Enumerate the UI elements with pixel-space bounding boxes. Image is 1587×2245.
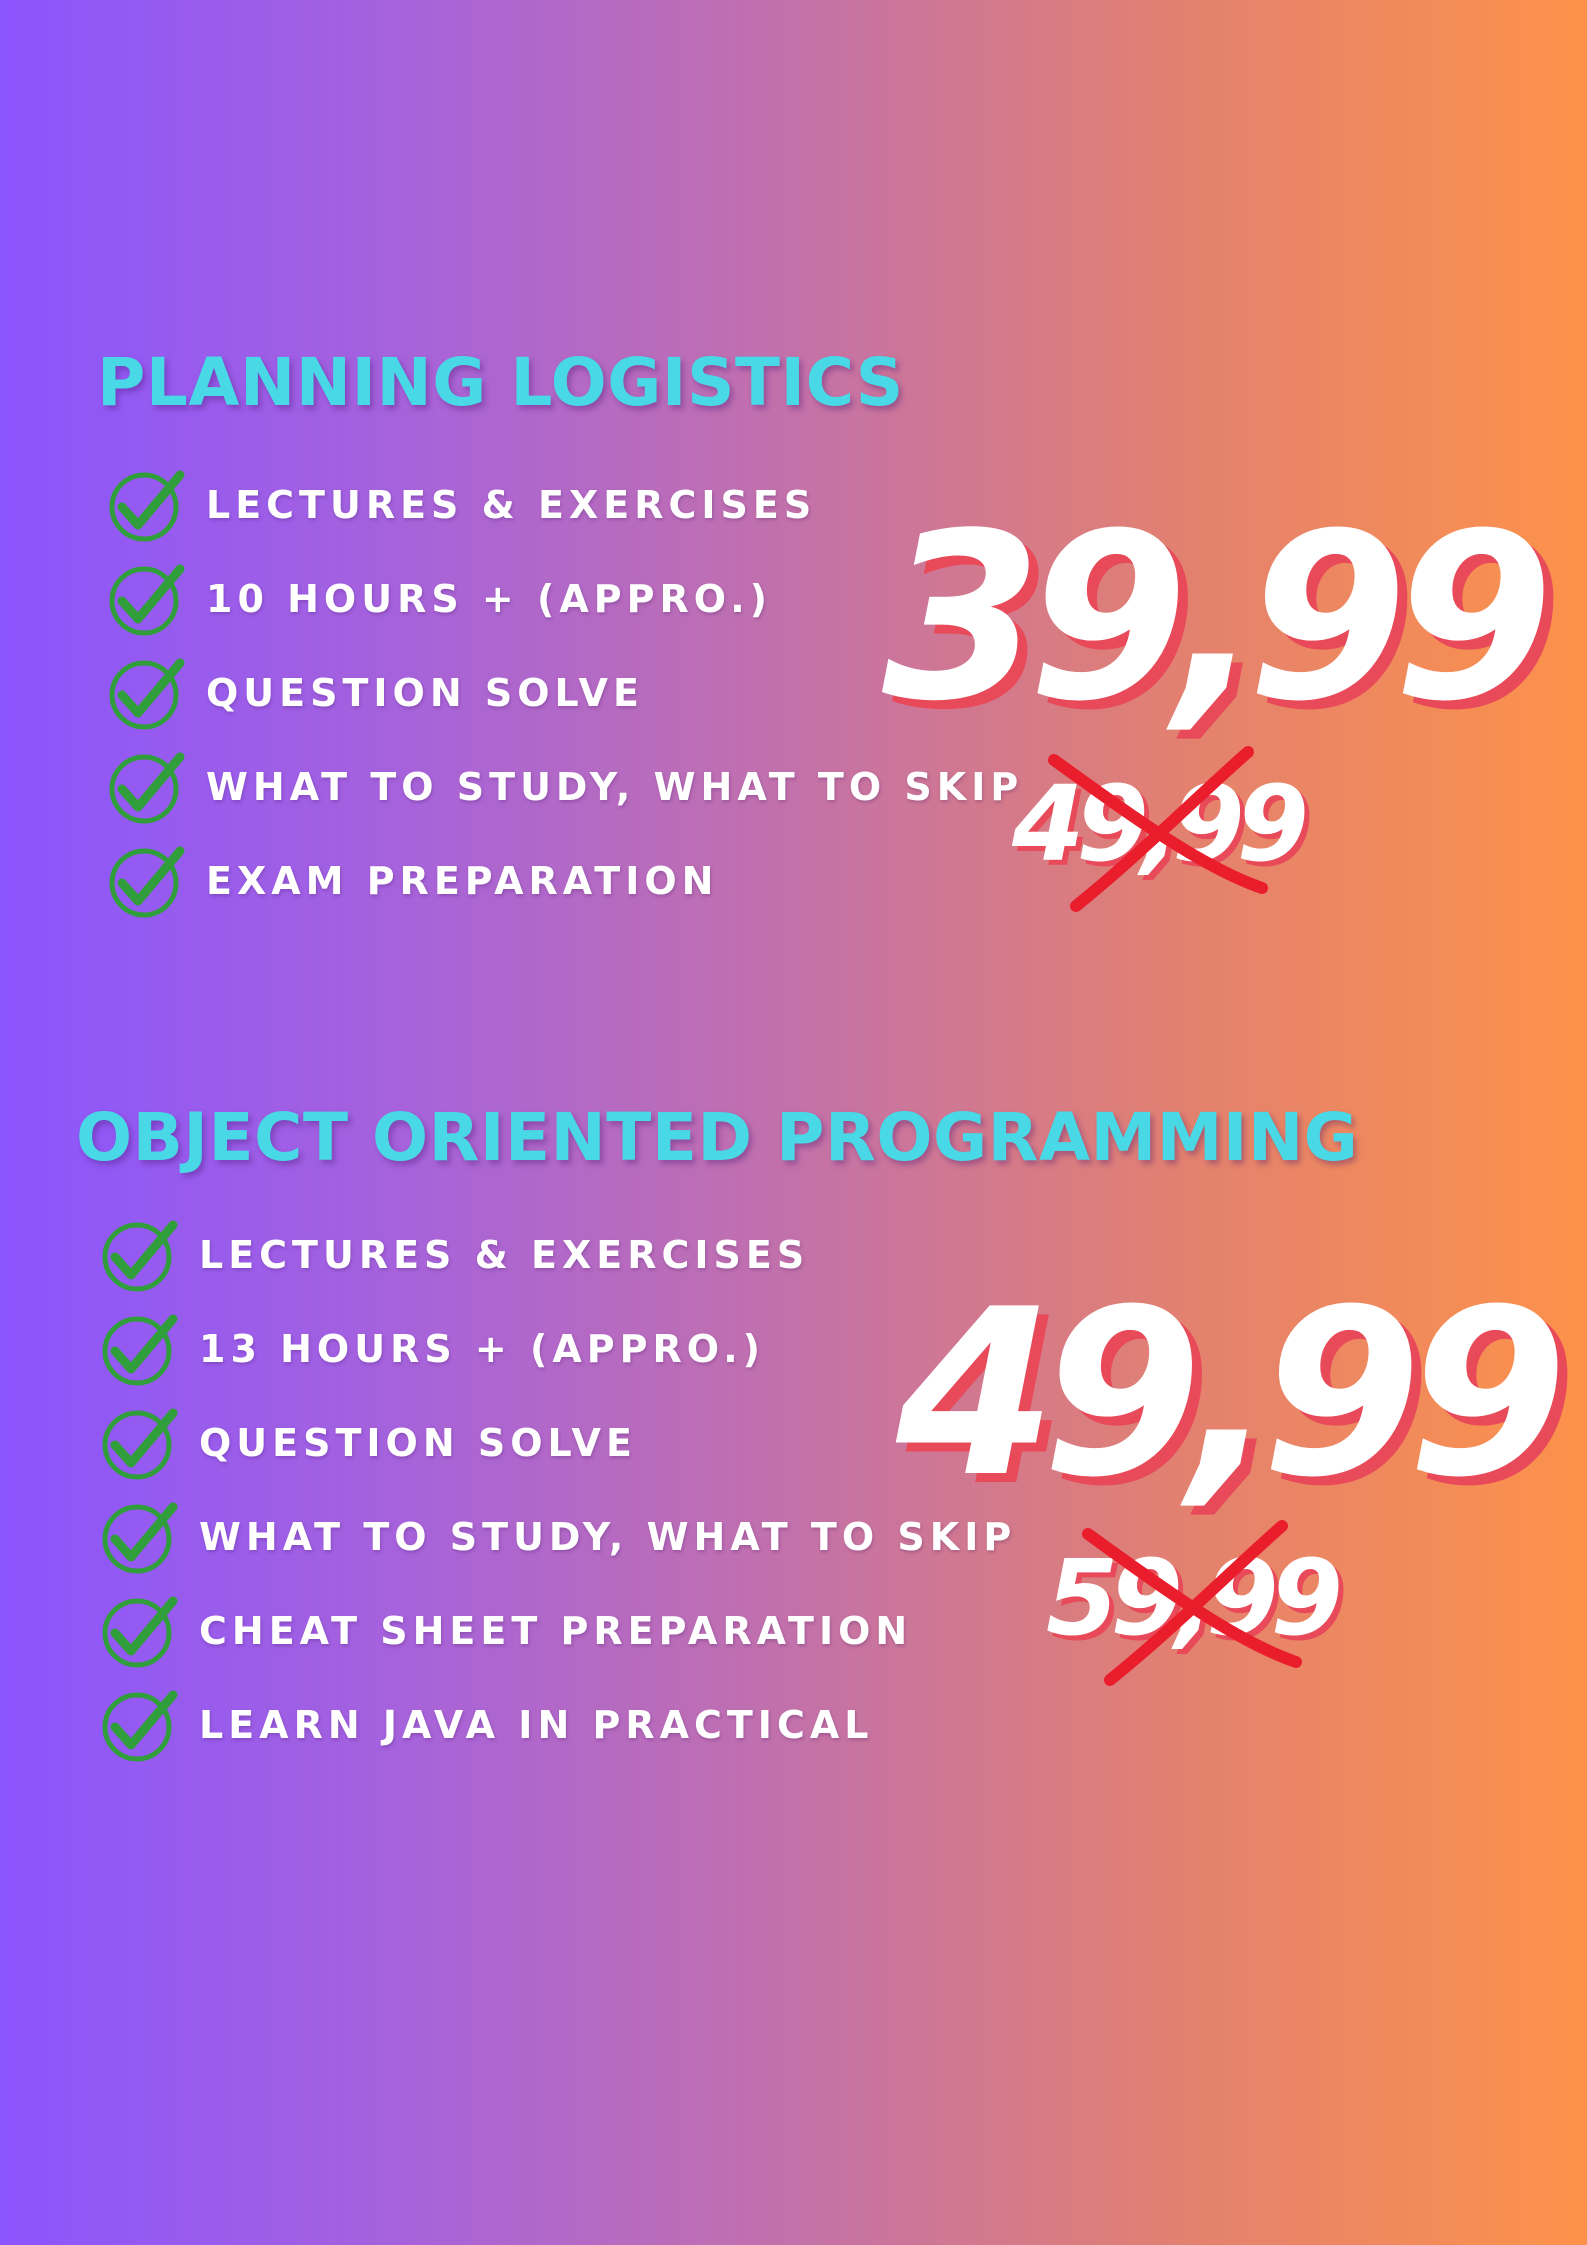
check-circle-icon	[109, 846, 185, 918]
old-price: 49,99	[1012, 763, 1309, 885]
feature-label: QUESTION SOLVE	[206, 671, 644, 715]
check-circle-icon	[109, 752, 185, 824]
check-circle-icon	[102, 1314, 178, 1386]
course-title: PLANNING LOGISTICS	[97, 344, 904, 421]
feature-list: LECTURES & EXERCISES 13 HOURS + (APPRO.)…	[101, 1208, 1016, 1772]
feature-item: LEARN JAVA IN PRACTICAL	[101, 1678, 1016, 1772]
feature-item: EXAM PREPARATION	[108, 834, 1023, 928]
feature-label: QUESTION SOLVE	[199, 1421, 637, 1465]
feature-item: WHAT TO STUDY, WHAT TO SKIP	[101, 1490, 1016, 1584]
feature-label: EXAM PREPARATION	[206, 859, 719, 903]
check-circle-icon	[109, 658, 185, 730]
check-circle-icon	[109, 564, 185, 636]
feature-label: WHAT TO STUDY, WHAT TO SKIP	[206, 765, 1024, 809]
current-price: 39,99	[882, 485, 1554, 752]
feature-label: WHAT TO STUDY, WHAT TO SKIP	[199, 1515, 1017, 1559]
feature-label: 13 HOURS + (APPRO.)	[199, 1327, 766, 1371]
cross-icon	[1082, 1520, 1302, 1686]
feature-label: LECTURES & EXERCISES	[199, 1233, 810, 1277]
check-circle-icon	[102, 1220, 178, 1292]
check-circle-icon	[102, 1408, 178, 1480]
feature-label: 10 HOURS + (APPRO.)	[206, 577, 773, 621]
feature-item: QUESTION SOLVE	[101, 1396, 1016, 1490]
check-circle-icon	[102, 1502, 178, 1574]
feature-item: CHEAT SHEET PREPARATION	[101, 1584, 1016, 1678]
old-price: 59,99	[1046, 1537, 1343, 1659]
feature-list: LECTURES & EXERCISES 10 HOURS + (APPRO.)…	[108, 458, 1023, 928]
cross-icon	[1048, 746, 1268, 912]
feature-item: LECTURES & EXERCISES	[108, 458, 1023, 552]
feature-item: 13 HOURS + (APPRO.)	[101, 1302, 1016, 1396]
current-price: 49,99	[896, 1261, 1568, 1528]
course-title: OBJECT ORIENTED PROGRAMMING	[76, 1099, 1359, 1176]
check-circle-icon	[102, 1596, 178, 1668]
feature-item: WHAT TO STUDY, WHAT TO SKIP	[108, 740, 1023, 834]
feature-item: 10 HOURS + (APPRO.)	[108, 552, 1023, 646]
feature-label: LECTURES & EXERCISES	[206, 483, 817, 527]
old-price-group: 59,99	[1046, 1520, 1343, 1686]
check-circle-icon	[109, 470, 185, 542]
feature-item: QUESTION SOLVE	[108, 646, 1023, 740]
feature-item: LECTURES & EXERCISES	[101, 1208, 1016, 1302]
feature-label: CHEAT SHEET PREPARATION	[199, 1609, 913, 1653]
old-price-group: 49,99	[1012, 746, 1309, 912]
check-circle-icon	[102, 1690, 178, 1762]
feature-label: LEARN JAVA IN PRACTICAL	[199, 1703, 874, 1747]
